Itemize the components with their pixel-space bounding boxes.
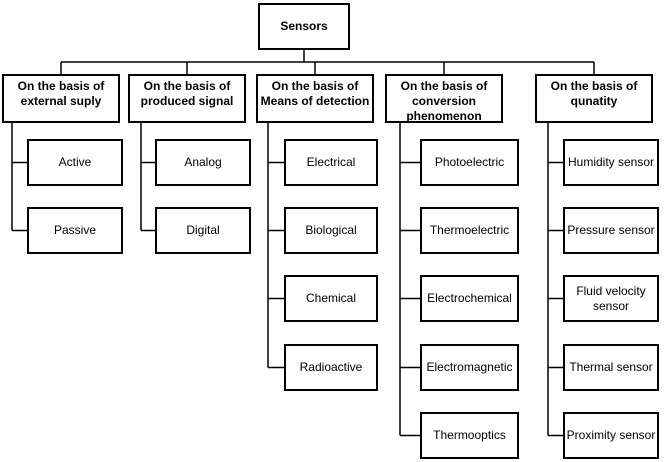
category-external-supply: On the basis of external suply (2, 74, 120, 123)
sensor-type-box: Electrical (284, 139, 378, 186)
category-label: On the basis of qunatity (550, 79, 638, 108)
sensor-type-box: Chemical (284, 275, 378, 322)
sensor-type-box: Electromagnetic (420, 344, 519, 391)
category-label: On the basis of external suply (17, 79, 105, 108)
sensor-type-box: Thermal sensor (563, 344, 659, 391)
sensor-type-box: Analog (155, 139, 251, 186)
category-means-of-detection: On the basis of Means of detection (256, 74, 374, 123)
sensor-type-box: Proximity sensor (563, 412, 659, 459)
root-node-label: Sensors (280, 19, 328, 33)
sensor-type-box: Passive (27, 207, 123, 254)
sensor-type-label: Electrochemical (427, 291, 512, 305)
sensor-type-box: Fluid velocity sensor (563, 275, 659, 322)
sensor-type-box: Biological (284, 207, 378, 254)
sensor-type-label: Humidity sensor (567, 155, 655, 169)
sensor-type-label: Active (58, 155, 92, 169)
sensor-type-box: Photoelectric (420, 139, 519, 186)
sensor-type-label: Digital (186, 223, 220, 237)
root-node-sensors: Sensors (258, 3, 350, 50)
category-conversion-phenomenon: On the basis of conversion phenomenon (385, 74, 503, 123)
sensor-type-box: Digital (155, 207, 251, 254)
sensor-type-label: Electrical (306, 155, 356, 169)
sensor-type-label: Thermooptics (433, 428, 506, 442)
sensor-type-label: Radioactive (299, 360, 363, 374)
category-label: On the basis of conversion phenomenon (400, 79, 488, 123)
sensor-type-label: Chemical (305, 291, 356, 305)
sensor-type-box: Radioactive (284, 344, 378, 391)
sensor-type-label: Analog (184, 155, 222, 169)
sensor-type-label: Thermoelectric (429, 223, 510, 237)
sensor-type-label: Biological (305, 223, 357, 237)
sensor-type-label: Pressure sensor (567, 223, 655, 237)
sensor-type-label: Fluid velocity sensor (576, 283, 646, 313)
sensor-type-label: Thermal sensor (569, 360, 653, 374)
sensor-type-label: Electromagnetic (426, 360, 513, 374)
sensor-type-box: Thermoelectric (420, 207, 519, 254)
category-label: On the basis of Means of detection (260, 79, 370, 108)
sensor-type-box: Humidity sensor (563, 139, 659, 186)
category-label: On the basis of produced signal (140, 79, 234, 108)
sensor-type-label: Photoelectric (434, 155, 505, 169)
sensor-type-box: Electrochemical (420, 275, 519, 322)
sensor-type-box: Thermooptics (420, 412, 519, 459)
category-produced-signal: On the basis of produced signal (128, 74, 246, 123)
category-quantity: On the basis of qunatity (535, 74, 653, 123)
sensor-type-box: Pressure sensor (563, 207, 659, 254)
sensor-type-label: Proximity sensor (566, 428, 656, 442)
sensor-type-box: Active (27, 139, 123, 186)
sensor-type-label: Passive (53, 223, 97, 237)
